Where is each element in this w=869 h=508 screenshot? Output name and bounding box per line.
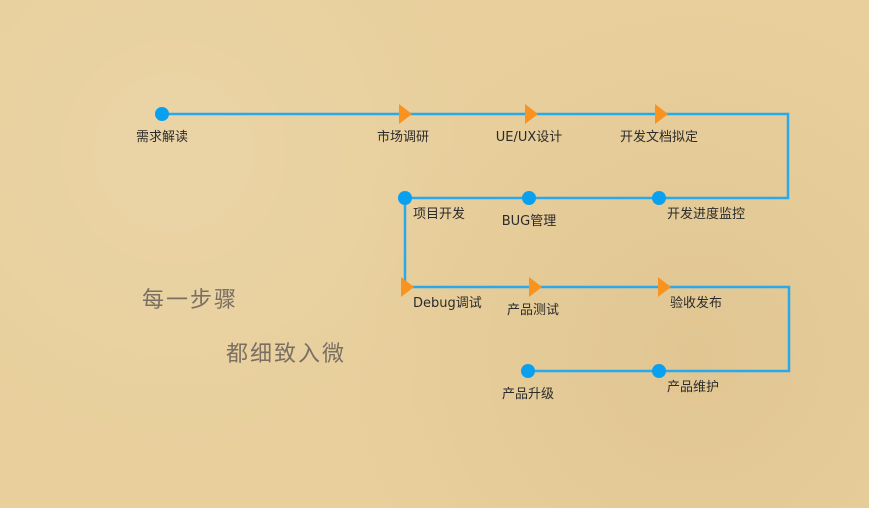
step-label: 产品测试 bbox=[506, 303, 560, 318]
step-dot-marker bbox=[522, 191, 536, 205]
slogan-line-1: 每一步骤 bbox=[142, 288, 239, 313]
step-dot-marker bbox=[155, 107, 169, 121]
step-arrow-marker bbox=[655, 104, 668, 124]
step-arrow-marker bbox=[529, 277, 542, 297]
step-arrow-marker bbox=[525, 104, 538, 124]
step-label: Debug调试 bbox=[413, 296, 482, 311]
step-label: 项目开发 bbox=[413, 207, 466, 222]
step-dot-marker bbox=[652, 364, 666, 378]
step-label: 开发文档拟定 bbox=[619, 130, 699, 145]
flow-path bbox=[162, 112, 791, 373]
step-label: 开发进度监控 bbox=[667, 207, 746, 222]
slogan-line-2: 都细致入微 bbox=[226, 342, 347, 367]
step-arrow-marker bbox=[399, 104, 412, 124]
step-label: 产品升级 bbox=[501, 387, 555, 402]
step-arrow-marker bbox=[658, 277, 671, 297]
step-label: 市场调研 bbox=[376, 130, 430, 145]
step-label: BUG管理 bbox=[501, 214, 557, 229]
step-arrow-marker bbox=[401, 277, 414, 297]
step-label: 产品维护 bbox=[667, 380, 720, 395]
step-dot-marker bbox=[652, 191, 666, 205]
step-dot-marker bbox=[398, 191, 412, 205]
step-label: 需求解读 bbox=[135, 130, 189, 145]
step-label: 验收发布 bbox=[670, 296, 723, 311]
step-label: UE/UX设计 bbox=[495, 130, 563, 145]
step-dot-marker bbox=[521, 364, 535, 378]
